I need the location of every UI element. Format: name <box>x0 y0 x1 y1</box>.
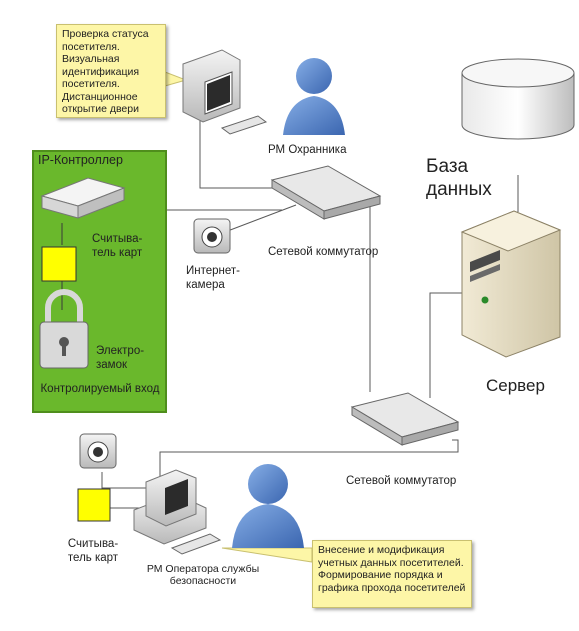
cable-guard-to-switch <box>199 120 282 189</box>
switch-top-icon <box>270 165 382 220</box>
card-reader-bottom-icon <box>77 488 111 522</box>
electro-lock-label: Электро-замок <box>96 345 145 371</box>
operator-note: Внесение и модификация учетных данных по… <box>312 540 472 608</box>
server-icon <box>460 210 562 358</box>
card-reader-top-label: Считыва-тель карт <box>92 233 143 259</box>
guard-note: Проверка статуса посетителя. Визуальная … <box>56 24 166 118</box>
cable-switch-to-server <box>429 292 462 398</box>
controlled-entrance-label: Контролируемый вход <box>40 383 160 395</box>
operator-keyboard-icon <box>170 533 222 555</box>
guard-workstation-label: РМ Охранника <box>268 144 347 156</box>
operator-person-icon <box>232 464 304 548</box>
switch-bottom-icon <box>350 392 460 446</box>
guard-monitor-icon <box>182 49 241 123</box>
guard-person-icon <box>283 58 345 135</box>
cable-camera2-to-operator <box>101 472 148 489</box>
internet-camera-icon <box>193 218 231 254</box>
operator-workstation-label: РМ Оператора службы безопасности <box>146 563 260 587</box>
internet-camera-bottom-icon <box>79 433 117 469</box>
cable-camera-to-switch <box>224 204 297 233</box>
switch-top-label: Сетевой коммутатор <box>268 246 379 258</box>
ip-controller-label: IP-Контроллер <box>38 153 123 167</box>
card-reader-bottom-label: Считыва-тель карт <box>67 538 119 564</box>
operator-computer-icon <box>133 469 207 545</box>
internet-camera-label: Интернет-камера <box>186 265 241 291</box>
server-label: Сервер <box>486 376 545 395</box>
database-icon <box>461 58 575 140</box>
cable-switch-to-operator <box>159 439 459 480</box>
switch-bottom-label: Сетевой коммутатор <box>346 475 457 487</box>
database-label: База данных <box>426 156 492 200</box>
guard-keyboard-icon <box>220 115 268 135</box>
